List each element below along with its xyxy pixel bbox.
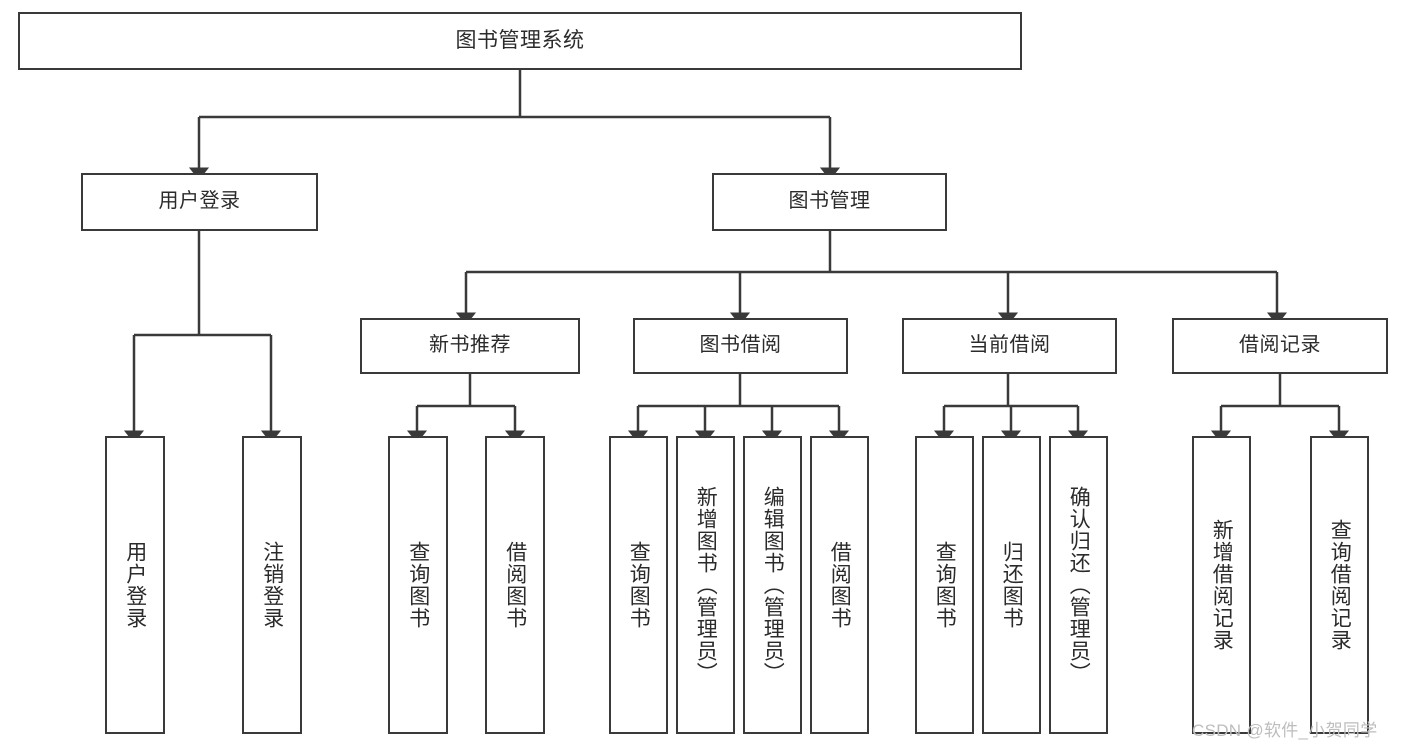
node-root-system-label: 图书管理系统 [455,28,585,52]
node-book-manage-label: 图书管理 [788,190,871,213]
node-leaf-query-book-2-label: 查询图书 [627,541,651,629]
node-borrow-record-label: 借阅记录 [1239,334,1321,357]
node-leaf-user-logout[interactable]: 注销登录 [242,436,302,734]
node-current-borrow[interactable]: 当前借阅 [902,318,1117,374]
node-leaf-query-record-label: 查询借阅记录 [1328,519,1352,651]
node-leaf-return-book-label: 归还图书 [1000,541,1024,629]
node-leaf-add-record-label: 新增借阅记录 [1210,519,1234,651]
node-leaf-user-login[interactable]: 用户登录 [105,436,165,734]
node-root-system[interactable]: 图书管理系统 [18,12,1022,70]
connectors-group [123,70,1350,444]
node-leaf-edit-book-label: 编辑图书（管理员） [761,486,785,684]
node-leaf-borrow-book-2[interactable]: 借阅图书 [810,436,869,734]
node-current-borrow-label: 当前借阅 [968,334,1051,357]
node-leaf-borrow-book-1[interactable]: 借阅图书 [485,436,545,734]
node-leaf-return-book[interactable]: 归还图书 [982,436,1041,734]
node-leaf-query-book-1[interactable]: 查询图书 [388,436,448,734]
node-leaf-user-logout-label: 注销登录 [260,541,284,629]
node-leaf-user-login-label: 用户登录 [123,541,147,629]
node-new-book-recommend-label: 新书推荐 [429,334,511,357]
node-leaf-query-book-2[interactable]: 查询图书 [609,436,668,734]
node-user-login[interactable]: 用户登录 [81,173,318,231]
node-leaf-borrow-book-1-label: 借阅图书 [503,541,527,629]
node-leaf-add-book[interactable]: 新增图书（管理员） [676,436,735,734]
node-book-borrow-label: 图书借阅 [699,334,782,357]
node-borrow-record[interactable]: 借阅记录 [1172,318,1388,374]
node-book-borrow[interactable]: 图书借阅 [633,318,848,374]
node-leaf-query-record[interactable]: 查询借阅记录 [1310,436,1369,734]
node-user-login-label: 用户登录 [158,190,241,213]
node-leaf-query-book-3-label: 查询图书 [933,541,957,629]
node-leaf-confirm-return[interactable]: 确认归还（管理员） [1049,436,1108,734]
node-leaf-query-book-3[interactable]: 查询图书 [915,436,974,734]
node-new-book-recommend[interactable]: 新书推荐 [360,318,580,374]
node-leaf-query-book-1-label: 查询图书 [406,541,430,629]
node-leaf-confirm-return-label: 确认归还（管理员） [1067,486,1091,684]
node-leaf-edit-book[interactable]: 编辑图书（管理员） [743,436,802,734]
node-leaf-add-record[interactable]: 新增借阅记录 [1192,436,1251,734]
node-leaf-add-book-label: 新增图书（管理员） [694,486,718,684]
node-leaf-borrow-book-2-label: 借阅图书 [828,541,852,629]
node-book-manage[interactable]: 图书管理 [712,173,947,231]
